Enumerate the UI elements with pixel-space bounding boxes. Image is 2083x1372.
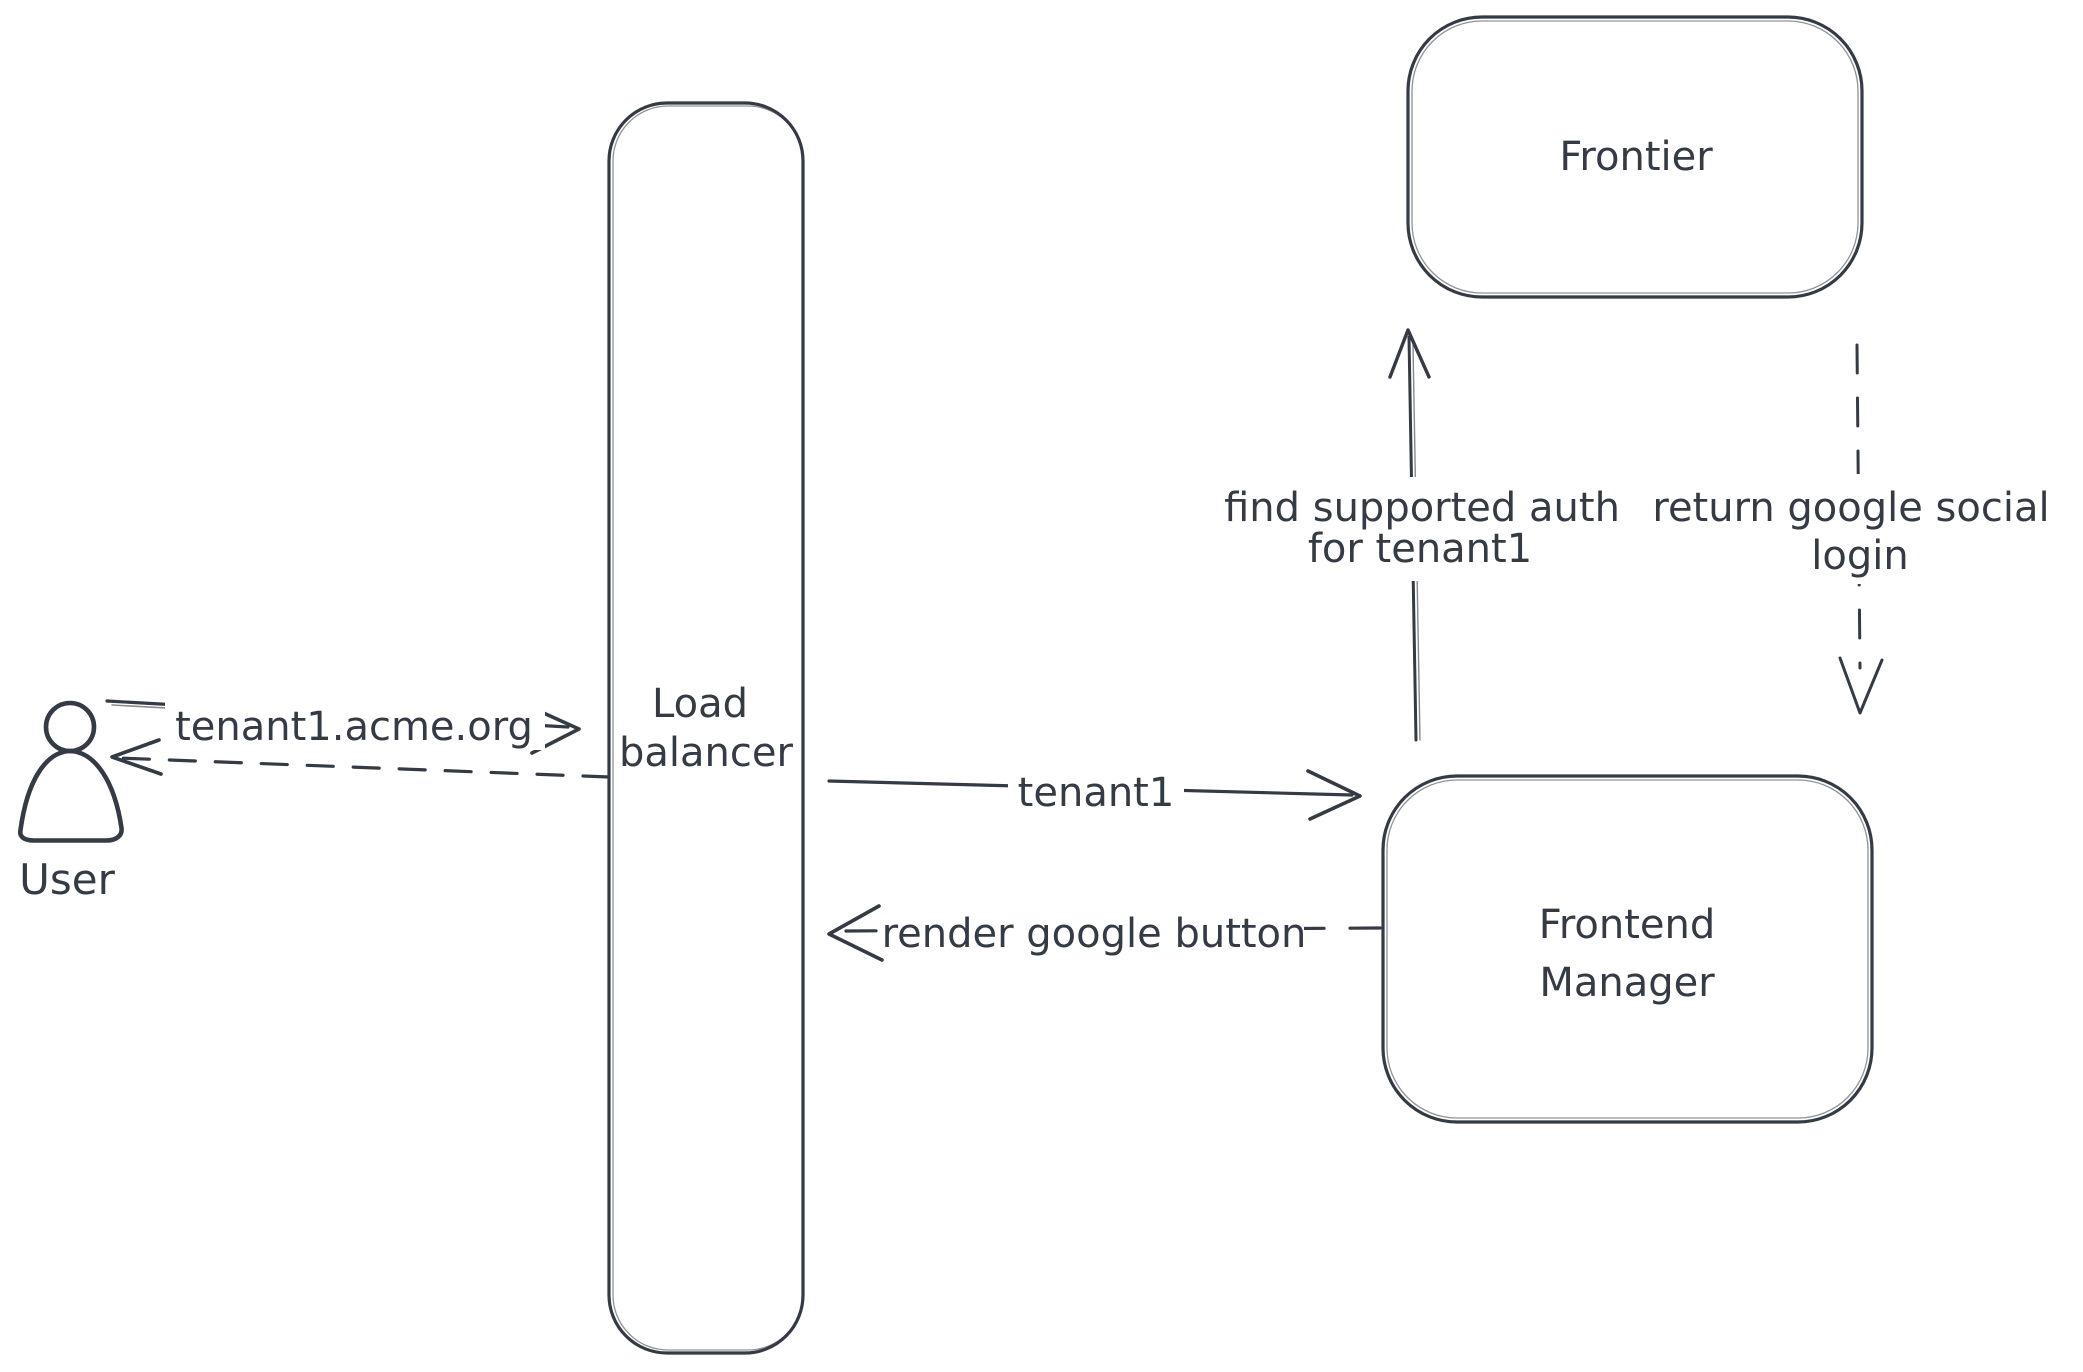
edge-frontend-manager-to-load-balancer: render google button <box>827 903 1382 963</box>
frontend-manager-label-line2: Manager <box>1539 960 1715 1006</box>
edge-frontend-manager-to-load-balancer-label-bg <box>884 903 1304 963</box>
load-balancer-label-line1: Load <box>652 681 748 727</box>
edge-frontier-to-frontend-manager-label-bg <box>1648 474 2068 584</box>
load-balancer-box-sketch-echo <box>612 105 804 1351</box>
edge-frontier-to-frontend-manager-label-line2: login <box>1811 533 1908 579</box>
user-actor: User <box>17 700 124 904</box>
edge-user-to-load-balancer-label: tenant1.acme.org <box>175 704 533 750</box>
edge-load-balancer-to-frontend-manager-label: tenant1 <box>1018 770 1175 816</box>
load-balancer-node: Load balancer <box>607 101 805 1355</box>
edge-load-balancer-to-frontend-manager-arrowhead-icon <box>1306 769 1362 821</box>
edge-frontier-to-frontend-manager-label-line1: return google social <box>1652 485 2049 531</box>
user-body-icon <box>17 748 124 843</box>
frontier-box-sketch-echo <box>1411 20 1859 294</box>
frontier-box <box>1406 15 1864 299</box>
edge-load-balancer-to-user <box>110 738 611 779</box>
edge-frontend-manager-to-load-balancer-label: render google button <box>882 911 1307 957</box>
edge-frontier-to-frontend-manager-arrowhead-icon <box>1838 656 1884 715</box>
edge-frontend-manager-to-frontier: find supported auth for tenant1 <box>1200 328 1646 742</box>
edge-frontend-manager-to-frontier-arrowhead-icon <box>1388 328 1431 379</box>
edge-load-balancer-to-user-arrowhead-icon <box>110 738 163 776</box>
load-balancer-box <box>607 101 805 1355</box>
frontend-manager-box-sketch-echo <box>1386 779 1869 1119</box>
frontend-manager-box <box>1381 774 1874 1124</box>
edge-frontier-to-frontend-manager: return google social login <box>1648 343 2068 715</box>
frontend-manager-node: Frontend Manager <box>1381 774 1874 1124</box>
edge-frontend-manager-to-load-balancer-arrowhead-icon <box>827 904 884 962</box>
edge-frontend-manager-to-frontier-label-line1: find supported auth <box>1224 485 1620 531</box>
edge-user-to-load-balancer: tenant1.acme.org <box>105 690 581 755</box>
frontier-label: Frontier <box>1559 134 1713 180</box>
edge-frontend-manager-to-frontier-label-bg <box>1200 477 1646 581</box>
edge-frontend-manager-to-frontier-label-line2: for tenant1 <box>1308 526 1532 572</box>
user-head-icon <box>43 700 97 754</box>
user-label: User <box>19 855 115 904</box>
edge-load-balancer-to-frontend-manager: tenant1 <box>827 764 1362 821</box>
frontend-manager-label-line1: Frontend <box>1539 902 1716 948</box>
load-balancer-label-line2: balancer <box>619 730 793 776</box>
frontier-node: Frontier <box>1406 15 1864 299</box>
edge-load-balancer-to-user-line <box>116 756 611 779</box>
edge-user-to-load-balancer-label-bg <box>165 690 545 750</box>
edge-load-balancer-to-frontend-manager-label-bg <box>1008 764 1184 816</box>
